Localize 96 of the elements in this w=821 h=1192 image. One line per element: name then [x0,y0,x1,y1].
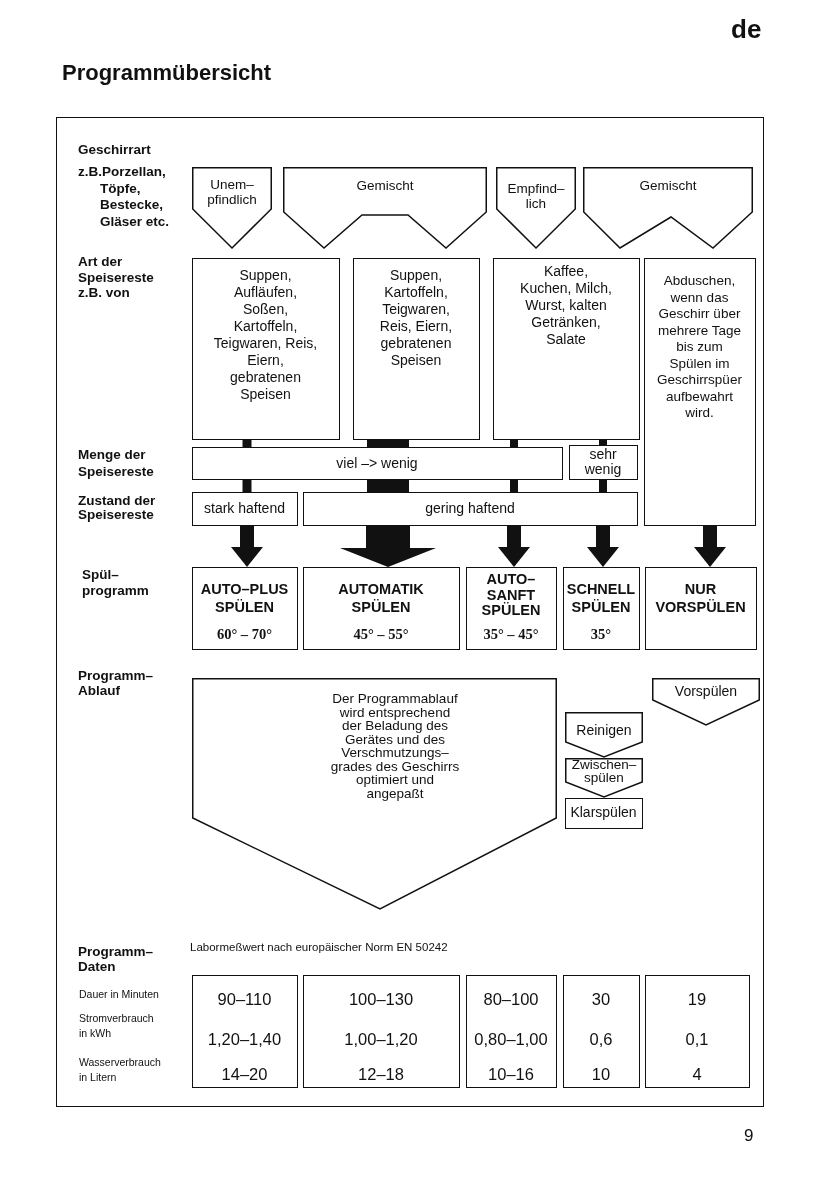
food-box [192,258,340,440]
arrow [587,526,619,567]
process-pentagon [192,678,557,910]
connector-bar [242,480,252,492]
food-box [644,258,756,526]
row-heading: Programm– Daten [78,944,155,974]
step-name: Reinigen [575,722,633,739]
process-description: Der Programmablauf wird entsprechend der Beladung des Gerätes und des Verschmutzungs– grades des Geschirrs optimiert und angepaßt [330,692,460,800]
temperature-range: 45° – 55° [352,625,410,643]
row-heading: Geschirrart [78,142,152,158]
dishware-pentagon [192,167,272,249]
energy-value: 1,00–1,20 [343,1029,419,1049]
program-name: AUTOMATIK SPÜLEN [337,580,425,616]
step-name: Klarspülen [569,804,638,821]
temperature-range: 60° – 70° [215,625,274,643]
food-residue-list: Suppen, Kartoffeln, Teigwaren, Reis, Eiern, gebratenen Speisen [370,267,462,369]
dishware-pentagon [583,167,753,249]
condition-text: gering haftend [424,500,516,517]
energy-value: 0,6 [588,1029,614,1049]
row-subheading: Dauer in Minuten [79,987,160,1001]
row-heading: Art der Speisereste z.B. von [78,254,155,301]
water-value: 10 [590,1064,612,1084]
water-value: 4 [691,1064,703,1084]
program-name: NUR VORSPÜLEN [654,580,747,616]
quantity-box [192,447,563,480]
row-subheading: Stromverbrauch in kWh [79,1011,155,1041]
row-heading: Programm– Ablauf [78,668,155,698]
connector-bar [242,440,252,447]
page-title: Programmübersicht [62,60,272,86]
data-box [466,975,557,1088]
connector-bar [510,480,518,492]
water-value: 10–16 [487,1064,535,1084]
food-box [493,258,640,440]
program-name: AUTO– SANFT SPÜLEN [480,572,542,619]
energy-value: 1,20–1,40 [206,1029,283,1049]
duration-value: 19 [686,989,708,1009]
dishware-type: Unem– pfindlich [206,177,258,207]
arrow [498,526,530,567]
program-name: AUTO–PLUS SPÜLEN [199,580,290,616]
row-heading: Spül– programm [82,567,150,599]
food-residue-list: Kaffee, Kuchen, Milch, Wurst, kalten Getränken, Salate [518,263,614,348]
connector-bar [599,480,607,492]
quantity-text: sehr wenig [583,447,623,477]
program-box [466,567,557,650]
program-box [645,567,757,650]
program-box [563,567,640,650]
row-heading: Zustand der Speisereste [78,494,157,521]
arrow [231,526,263,567]
page-number: 9 [744,1126,754,1146]
arrow [340,526,436,567]
step-pentagon [565,712,643,758]
connector-bar [367,440,409,447]
condition-box [192,492,298,526]
data-box [563,975,640,1088]
temperature-range: 35° [589,625,613,643]
energy-value: 0,80–1,00 [473,1029,549,1049]
condition-text: stark haftend [203,500,286,517]
step-name: Zwischen– spülen [570,759,638,784]
water-value: 12–18 [357,1064,405,1084]
measurement-note: Labormeßwert nach europäischer Norm EN 50242 [190,941,448,953]
connector-bar [367,480,409,492]
dishware-pentagon [283,167,487,249]
quantity-text: viel –> wenig [335,455,419,472]
usage-note: Abduschen, wenn das Geschirr über mehrere Tage bis zum Spülen im Geschirrspüer aufbewahrt wird. [656,273,743,422]
connector-bar [599,440,607,445]
step-name: Vorspülen [673,683,739,700]
duration-value: 90–110 [216,989,273,1009]
food-residue-list: Suppen, Aufläufen, Soßen, Kartoffeln, Teigwaren, Reis, Eiern, gebratenen Speisen [211,267,320,403]
duration-value: 80–100 [482,989,540,1009]
row-heading: Menge der Speisereste [78,446,155,480]
connector-bar [510,440,518,447]
dishware-type: Gemischt [638,178,698,193]
data-box [192,975,298,1088]
duration-value: 100–130 [347,989,415,1009]
program-box [192,567,298,650]
step-pentagon [652,678,760,726]
row-subheading: Wasserverbrauch in Litern [79,1055,162,1085]
program-box [303,567,460,650]
temperature-range: 35° – 45° [482,625,540,643]
duration-value: 30 [590,989,612,1009]
program-name: SCHNELL SPÜLEN [565,580,637,616]
dishware-type: Gemischt [355,178,415,193]
food-box [353,258,480,440]
step-pentagon [565,758,643,798]
quantity-box [569,445,638,480]
energy-value: 0,1 [684,1029,710,1049]
language-code: de [731,14,762,45]
step-box [565,798,643,829]
water-value: 14–20 [220,1064,269,1084]
data-box [645,975,750,1088]
data-box [303,975,460,1088]
condition-box [303,492,638,526]
dishware-pentagon [496,167,576,249]
dishware-type: Empfind– lich [506,181,566,211]
arrow [694,526,726,567]
row-subheading: z.B.Porzellan, Töpfe, Bestecke, Gläser etc. [78,164,171,230]
